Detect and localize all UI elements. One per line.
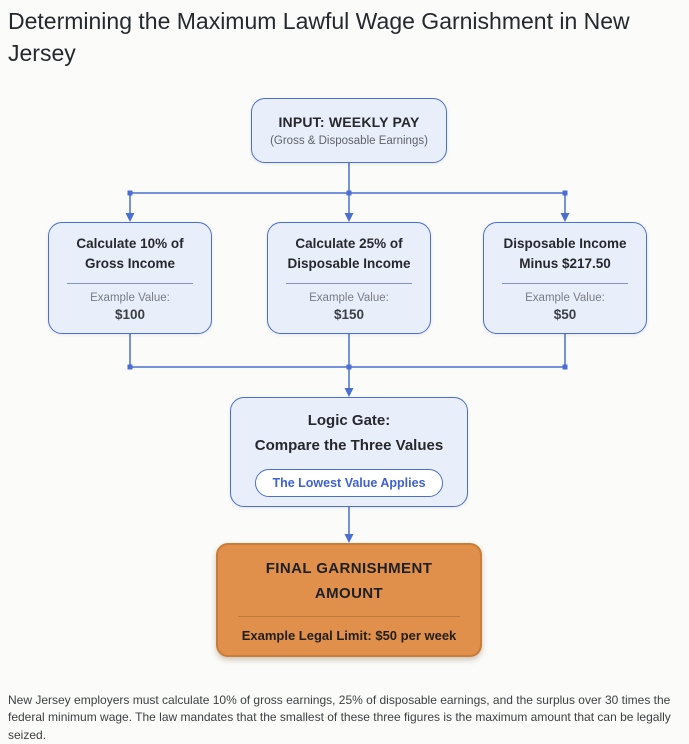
- example-label: Example Value:: [525, 292, 605, 305]
- final-amount-value: Example Legal Limit: $50 per week: [241, 628, 457, 644]
- divider: [286, 283, 412, 285]
- final-amount-node: FINAL GARNISHMENT AMOUNT Example Legal L…: [216, 543, 482, 657]
- footnote-text: New Jersey employers must calculate 10% …: [8, 693, 671, 742]
- input-node-title: INPUT: WEEKLY PAY: [278, 114, 420, 130]
- divider: [238, 616, 460, 618]
- branch-title: Calculate 10% of Gross Income: [76, 235, 184, 271]
- divider: [502, 283, 628, 285]
- divider: [67, 283, 193, 285]
- lowest-value-badge: The Lowest Value Applies: [255, 468, 443, 497]
- branch-node-gross-10pct: Calculate 10% of Gross Income Example Va…: [48, 222, 212, 334]
- example-label: Example Value:: [309, 292, 389, 305]
- page-title: Determining the Maximum Lawful Wage Garn…: [8, 8, 630, 67]
- branch-title: Disposable Income Minus $217.50: [503, 235, 627, 271]
- branch-node-minus-217-50: Disposable Income Minus $217.50 Example …: [483, 222, 647, 334]
- input-node-subtitle: (Gross & Disposable Earnings): [270, 135, 428, 147]
- branch-title: Calculate 25% of Disposable Income: [287, 235, 411, 271]
- example-value: $150: [333, 307, 365, 323]
- logic-gate-node: Logic Gate: Compare the Three Values The…: [230, 397, 468, 507]
- logic-gate-title: Logic Gate: Compare the Three Values: [254, 411, 444, 455]
- example-value: $100: [114, 307, 146, 323]
- example-label: Example Value:: [90, 292, 170, 305]
- example-value: $50: [553, 307, 577, 323]
- final-amount-title: FINAL GARNISHMENT AMOUNT: [265, 559, 433, 602]
- branch-node-disposable-25pct: Calculate 25% of Disposable Income Examp…: [267, 222, 431, 334]
- input-node: INPUT: WEEKLY PAY (Gross & Disposable Ea…: [251, 98, 447, 163]
